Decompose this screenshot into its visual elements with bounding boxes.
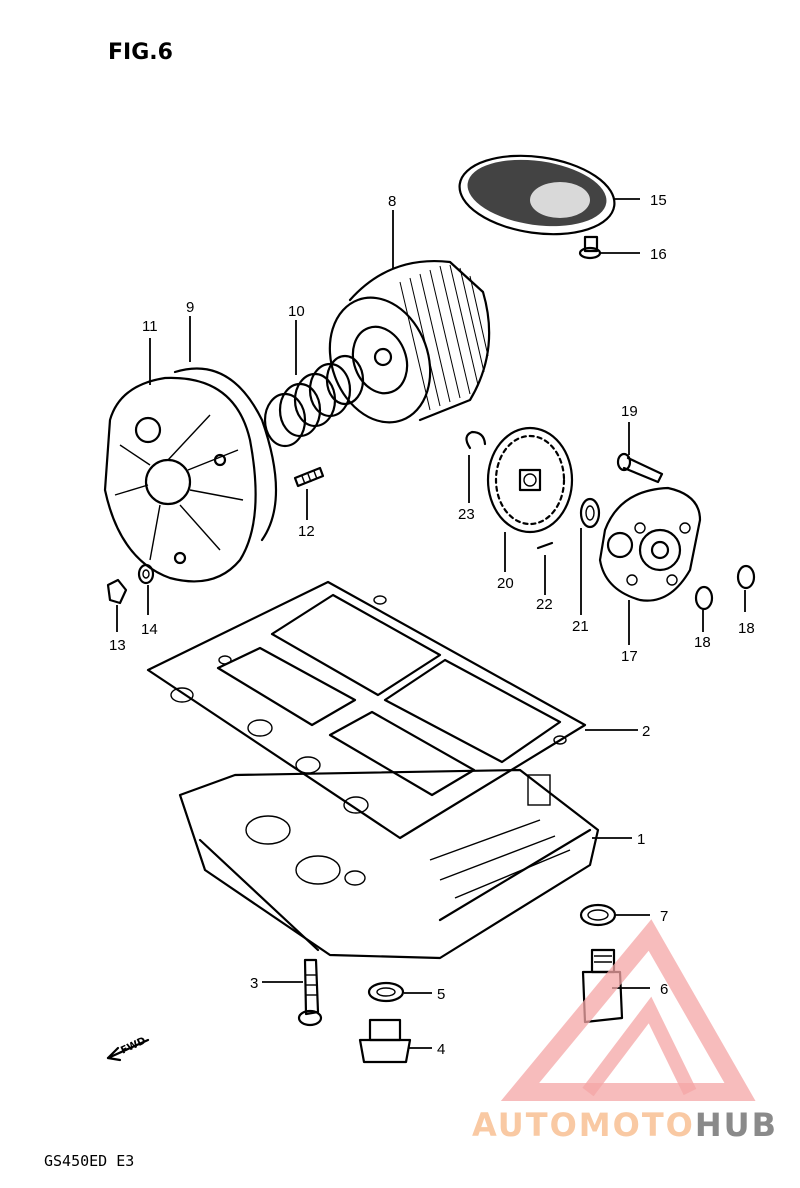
- label-part-6: 6: [660, 981, 668, 998]
- label-part-7: 7: [660, 908, 668, 925]
- label-part-23: 23: [458, 506, 475, 523]
- automotohub-watermark: AUTOMOTOHUB: [472, 919, 778, 1144]
- part-14-washer: [137, 563, 155, 585]
- part-8-oil-filter: [328, 260, 491, 424]
- label-part-8: 8: [388, 193, 396, 210]
- part-18-o-ring-a: [694, 585, 714, 611]
- leader-lines: [116, 198, 746, 1049]
- label-part-11: 11: [142, 318, 158, 335]
- label-part-22: 22: [536, 596, 553, 613]
- watermark-brand-text: AUTOMOTOHUB: [472, 1106, 778, 1144]
- part-16-bolt: [578, 235, 602, 260]
- part-17-oil-pump: [598, 486, 702, 602]
- part-2-gasket: [146, 580, 587, 840]
- part-10-spring: [263, 354, 365, 448]
- label-part-16: 16: [650, 246, 667, 263]
- part-21-washer: [579, 497, 601, 529]
- label-part-1: 1: [637, 831, 645, 848]
- label-part-21: 21: [572, 618, 589, 635]
- fwd-label: FWD: [119, 1036, 147, 1057]
- label-part-5: 5: [437, 986, 445, 1003]
- label-part-14: 14: [141, 621, 158, 638]
- part-15-oil-strainer: [458, 154, 616, 236]
- forward-direction-marker: FWD: [106, 1036, 150, 1062]
- watermark-triangle-logo: [500, 919, 756, 1101]
- label-part-18-b: 18: [738, 620, 755, 637]
- model-code: GS450ED E3: [44, 1152, 134, 1170]
- part-3-bolt: [297, 958, 323, 1027]
- part-19-bolt: [616, 452, 664, 484]
- label-part-9: 9: [186, 299, 194, 316]
- part-20-gear: [486, 426, 574, 534]
- part-1-oil-pan: [178, 768, 600, 960]
- figure-title: FIG.6: [108, 40, 173, 65]
- label-part-13: 13: [109, 637, 126, 654]
- label-part-3: 3: [250, 975, 258, 992]
- part-4-drain-plug: [358, 1018, 412, 1064]
- label-part-12: 12: [298, 523, 315, 540]
- label-part-10: 10: [288, 303, 305, 320]
- label-part-19: 19: [621, 403, 638, 420]
- part-18-o-ring-b: [736, 564, 756, 590]
- part-23-circlip: [465, 430, 487, 450]
- label-part-15: 15: [650, 192, 667, 209]
- part-11-filter-cover: [103, 376, 257, 583]
- label-part-20: 20: [497, 575, 514, 592]
- label-part-17: 17: [621, 648, 638, 665]
- label-part-4: 4: [437, 1041, 445, 1058]
- part-12-stud: [293, 466, 325, 488]
- part-number-labels: 15 16 8 10 9 11 12 13 14 23 20 22 21 19 …: [109, 192, 755, 1058]
- part-7-gasket: [579, 903, 617, 927]
- part-22-pin: [536, 541, 554, 550]
- label-part-18-a: 18: [694, 634, 711, 651]
- label-part-2: 2: [642, 723, 650, 740]
- part-5-washer: [367, 981, 405, 1003]
- part-9-o-ring: [173, 367, 278, 542]
- part-13-nut: [106, 578, 128, 605]
